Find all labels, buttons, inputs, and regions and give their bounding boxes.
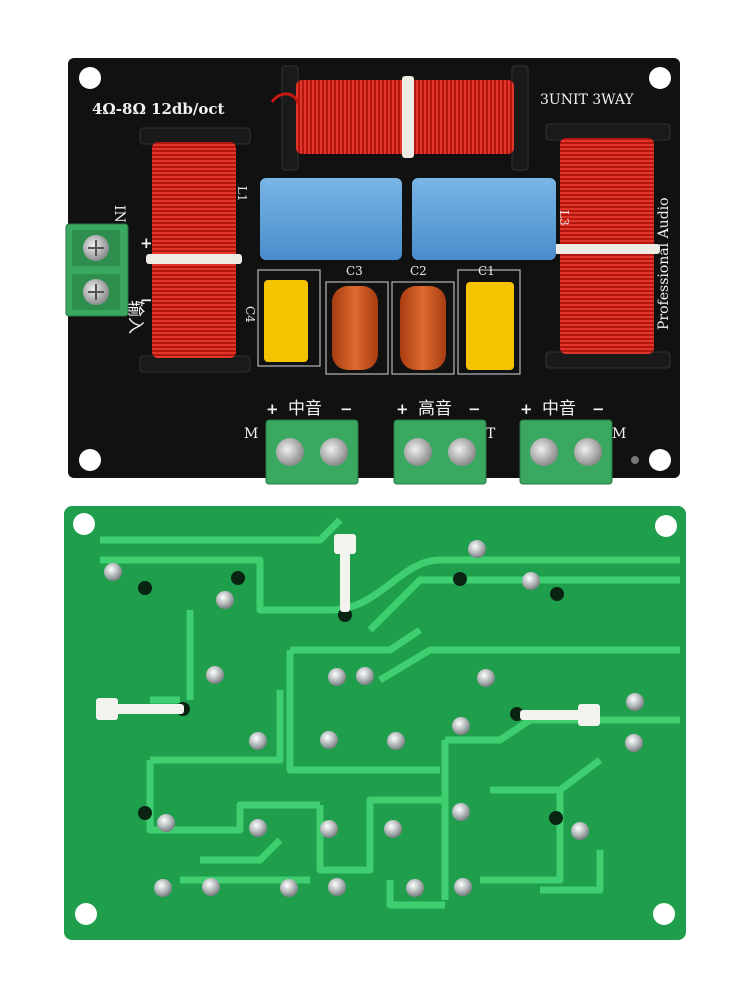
svg-text:+: + xyxy=(396,400,409,418)
svg-text:中音: 中音 xyxy=(288,399,322,419)
svg-text:C3: C3 xyxy=(346,264,363,278)
spec-label: 4Ω-8Ω 12db/oct xyxy=(92,100,224,118)
mount-hole xyxy=(649,449,671,471)
mount-hole xyxy=(73,513,95,535)
film-capacitor xyxy=(260,178,402,260)
inductor-l3: L3 xyxy=(545,123,671,369)
screw-icon xyxy=(404,438,432,466)
brand-label: Professional Audio xyxy=(656,197,672,330)
capacitor-c2: C2 xyxy=(391,264,455,375)
mount-hole xyxy=(653,903,675,925)
film-capacitor xyxy=(412,178,556,260)
output-tweeter: + 高音 − T xyxy=(396,399,496,442)
screw-icon xyxy=(320,438,348,466)
solder-joints xyxy=(104,540,644,897)
screw-icon xyxy=(530,438,558,466)
svg-text:高音: 高音 xyxy=(418,399,452,419)
input-plus-label: + xyxy=(140,234,153,252)
output-midrange-left: + 中音 − M xyxy=(244,399,353,442)
svg-text:+: + xyxy=(520,400,533,418)
capacitor-c3: C3 xyxy=(325,264,389,375)
svg-text:−: − xyxy=(340,400,353,418)
capacitor-c1: C1 xyxy=(457,264,521,375)
mount-hole xyxy=(75,903,97,925)
svg-text:−: − xyxy=(592,400,605,418)
svg-text:C1: C1 xyxy=(478,264,495,278)
output-terminal-midrange-right[interactable] xyxy=(519,419,613,485)
screw-icon xyxy=(574,438,602,466)
l3-label: L3 xyxy=(557,210,571,226)
svg-text:−: − xyxy=(468,400,481,418)
model-label: 3UNIT 3WAY xyxy=(540,92,634,108)
input-label: IN xyxy=(111,205,127,223)
svg-text:C2: C2 xyxy=(410,264,427,278)
svg-text:C4: C4 xyxy=(243,306,257,323)
inductor-l1: L1 xyxy=(139,127,251,373)
capacitor-c4: C4 xyxy=(243,269,321,367)
svg-text:M: M xyxy=(612,426,626,442)
input-han-label: 输入 xyxy=(125,300,145,334)
mount-hole xyxy=(649,67,671,89)
svg-text:+: + xyxy=(266,400,279,418)
output-terminal-midrange-left[interactable] xyxy=(265,419,359,485)
mount-hole xyxy=(79,67,101,89)
input-minus-label: − xyxy=(140,291,153,309)
mount-hole xyxy=(655,515,677,537)
svg-text:中音: 中音 xyxy=(542,399,576,419)
pcb-top-board: 4Ω-8Ω 12db/oct 3UNIT 3WAY Professional A… xyxy=(65,58,680,485)
screw-icon xyxy=(448,438,476,466)
cable-tie xyxy=(96,698,184,720)
l1-label: L1 xyxy=(235,186,249,202)
mount-hole xyxy=(79,449,101,471)
cable-tie xyxy=(334,534,356,612)
svg-text:T: T xyxy=(486,426,496,442)
svg-text:M: M xyxy=(244,426,258,442)
pcb-bottom-board xyxy=(64,506,686,940)
inductor-l2 xyxy=(270,65,529,171)
output-midrange-right: + 中音 − M xyxy=(520,399,626,442)
screw-icon xyxy=(276,438,304,466)
cable-tie xyxy=(520,704,600,726)
output-terminal-tweeter[interactable] xyxy=(393,419,487,485)
input-terminal-block[interactable] xyxy=(65,223,129,317)
